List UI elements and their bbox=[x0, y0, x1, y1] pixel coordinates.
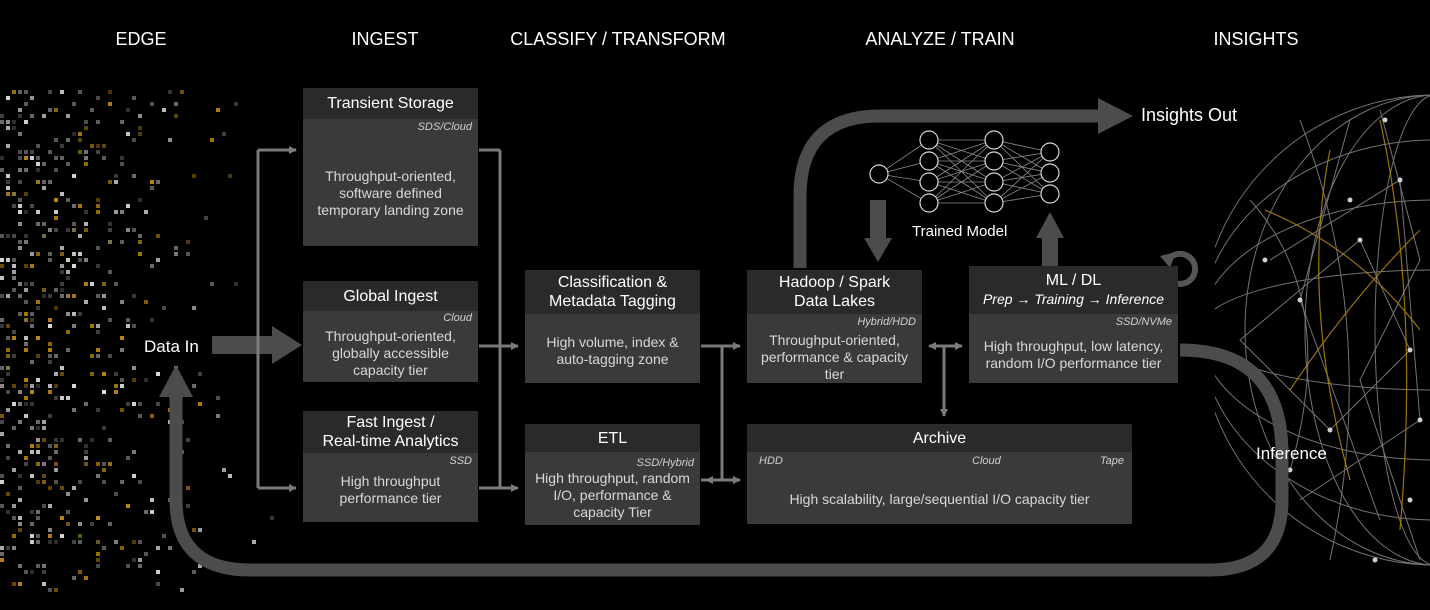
neuron-node bbox=[919, 193, 939, 213]
storage-tag: Cloud bbox=[443, 312, 472, 324]
global-ingest-box: Global Ingest Cloud Throughput-oriented,… bbox=[303, 281, 478, 382]
neuron-node bbox=[984, 193, 1004, 213]
stage-edge: EDGE bbox=[115, 29, 167, 49]
box-title: Archive bbox=[912, 429, 967, 447]
ml-dl-box: ML / DL Prep → Training → Inference SSD/… bbox=[969, 266, 1178, 383]
trained-model-label: Trained Model bbox=[912, 223, 1008, 240]
archive-box: Archive HDD Cloud Tape High scalability,… bbox=[747, 424, 1132, 524]
storage-tag: SSD bbox=[449, 455, 472, 467]
storage-tag-hdd: HDD bbox=[759, 455, 783, 467]
box-title: Transient Storage bbox=[327, 95, 454, 112]
neuron-node bbox=[919, 130, 939, 150]
storage-tag: SDS/Cloud bbox=[417, 121, 472, 133]
box-header: ETL bbox=[525, 424, 700, 452]
box-title-line-1: Hadoop / Spark bbox=[778, 274, 891, 291]
box-header: ML / DL Prep → Training → Inference bbox=[969, 266, 1178, 314]
box-title-line-2: Data Lakes bbox=[794, 293, 875, 310]
neuron-node bbox=[984, 151, 1004, 171]
box-title-line-1: Classification & bbox=[557, 274, 668, 291]
neuron-node bbox=[1040, 142, 1060, 162]
box-description: Throughput-oriented, globally accessible… bbox=[325, 328, 456, 378]
insights-out-arrow bbox=[793, 109, 1100, 268]
stage-analyze-train: ANALYZE / TRAIN bbox=[865, 29, 1015, 49]
box-title: ETL bbox=[597, 429, 628, 447]
box-subtitle: Prep → Training → Inference bbox=[982, 291, 1165, 307]
classification-box: Classification & Metadata Tagging High v… bbox=[525, 270, 700, 383]
inference-loop-arrow bbox=[169, 343, 1289, 577]
neuron-node bbox=[984, 130, 1004, 150]
neural-network-graphic bbox=[869, 130, 1060, 213]
neuron-node bbox=[984, 172, 1004, 192]
stage-insights: INSIGHTS bbox=[1213, 29, 1299, 49]
box-title: ML / DL bbox=[1045, 272, 1102, 289]
box-title-line-2: Metadata Tagging bbox=[549, 293, 676, 310]
box-description: Throughput-oriented, software defined te… bbox=[317, 168, 464, 218]
box-header: Transient Storage bbox=[303, 88, 478, 119]
storage-tag-cloud: Cloud bbox=[972, 455, 1001, 467]
neuron-node bbox=[1040, 184, 1060, 204]
neuron-node bbox=[1040, 163, 1060, 183]
neuron-node bbox=[919, 172, 939, 192]
box-title-line-1: Fast Ingest / bbox=[346, 414, 435, 431]
neuron-node bbox=[919, 151, 939, 171]
storage-tag: SSD/Hybrid bbox=[636, 457, 694, 469]
neuron-node bbox=[869, 164, 889, 184]
inference-label: Inference bbox=[1256, 444, 1327, 463]
stage-classify-transform: CLASSIFY / TRANSFORM bbox=[510, 29, 726, 49]
box-description: High throughput, low latency, random I/O… bbox=[983, 338, 1164, 371]
box-description: High scalability, large/sequential I/O c… bbox=[789, 491, 1090, 507]
storage-tag-tape: Tape bbox=[1099, 455, 1124, 467]
box-header: Archive bbox=[747, 424, 1132, 452]
fast-ingest-box: Fast Ingest / Real-time Analytics SSD Hi… bbox=[303, 411, 478, 522]
box-description: High throughput, random I/O, performance… bbox=[535, 470, 690, 520]
storage-tag: SSD/NVMe bbox=[1115, 316, 1172, 328]
data-in-label: Data In bbox=[144, 337, 199, 356]
box-description: Throughput-oriented, performance & capac… bbox=[760, 332, 909, 382]
etl-box: ETL SSD/Hybrid High throughput, random I… bbox=[525, 424, 700, 525]
box-header: Hadoop / Spark Data Lakes bbox=[747, 270, 922, 314]
box-header: Fast Ingest / Real-time Analytics bbox=[303, 411, 478, 453]
insights-out-label: Insights Out bbox=[1141, 105, 1238, 125]
box-header: Global Ingest bbox=[303, 281, 478, 311]
stage-ingest: INGEST bbox=[351, 29, 419, 49]
hadoop-spark-box: Hadoop / Spark Data Lakes Hybrid/HDD Thr… bbox=[747, 270, 922, 383]
storage-tag: Hybrid/HDD bbox=[857, 316, 916, 328]
cycle-icon bbox=[1165, 250, 1199, 287]
box-description: High volume, index & auto-tagging zone bbox=[546, 334, 679, 367]
box-title-line-2: Real-time Analytics bbox=[322, 433, 459, 450]
transient-storage-box: Transient Storage SDS/Cloud Throughput-o… bbox=[303, 88, 478, 246]
box-description: High throughput performance tier bbox=[339, 473, 442, 506]
box-header: Classification & Metadata Tagging bbox=[525, 270, 700, 314]
box-title: Global Ingest bbox=[343, 287, 438, 305]
